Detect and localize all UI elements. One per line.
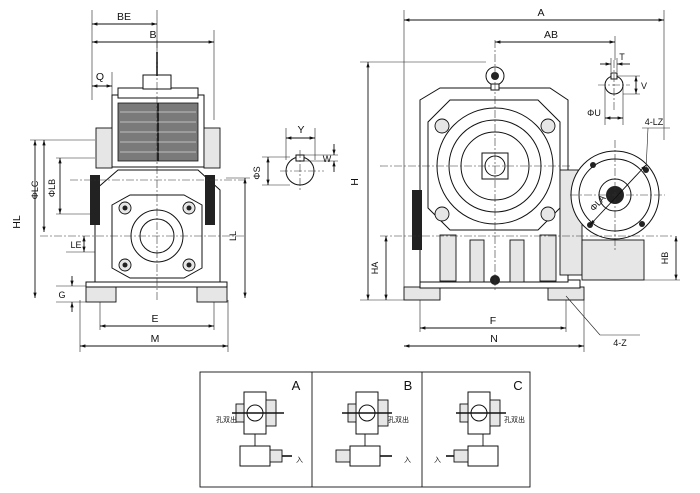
mounting-panel-b: B 孔双出 入 [335,378,413,467]
dim-F: F [490,315,496,327]
dim-Y: Y [297,124,304,136]
front-view [40,40,245,303]
shaft-detail: Y ΦS W [252,124,338,192]
dim-BE: BE [117,11,131,23]
dim-PHI_U: ΦU [587,108,601,118]
mounting-panel-c: C 孔双出 入 [434,378,525,467]
panel-letter-b: B [404,378,413,393]
panel-out-label-c: 孔双出 [504,415,525,424]
dim-M: M [151,333,160,345]
side-view-dimensions: A AB T V ΦU 4-LZ ΦLA H HA [349,7,680,352]
panel-letter-c: C [513,378,522,393]
dim-G: G [58,290,65,300]
dim-Z: 4-Z [613,338,627,348]
dim-A: A [537,7,544,19]
front-view-dimensions: BE B Q HL ΦLC ΦLB LE LL G [11,10,250,352]
dim-N: N [490,333,498,345]
mounting-panel-a: A 孔双出 入 [216,378,303,467]
dim-V: V [641,81,647,91]
dim-T: T [619,52,625,62]
dim-W: W [323,154,332,164]
panel-letter-a: A [292,378,301,393]
dim-PHI_LB: ΦLB [47,179,57,197]
dim-Q: Q [96,71,104,83]
panel-in-label-c: 入 [434,456,441,464]
dim-HA: HA [370,262,380,275]
dim-E: E [151,313,158,325]
panel-in-label-b: 入 [404,456,411,464]
dim-H: H [349,178,361,186]
dim-LZ: 4-LZ [645,117,664,127]
dim-LL: LL [228,231,238,241]
dim-LE: LE [70,240,81,250]
mounting-arrangements [199,371,531,488]
dim-B: B [149,29,156,41]
panel-out-label-b: 孔双出 [388,415,409,424]
dim-HL: HL [11,215,23,229]
dim-HB: HB [660,252,670,265]
dim-PHI_S: ΦS [252,166,262,179]
dim-PHI_LC: ΦLC [30,180,40,199]
panel-in-label-a: 入 [296,456,303,464]
panel-out-label-a: 孔双出 [216,415,237,424]
dim-AB: AB [544,29,558,41]
side-view [380,40,672,301]
